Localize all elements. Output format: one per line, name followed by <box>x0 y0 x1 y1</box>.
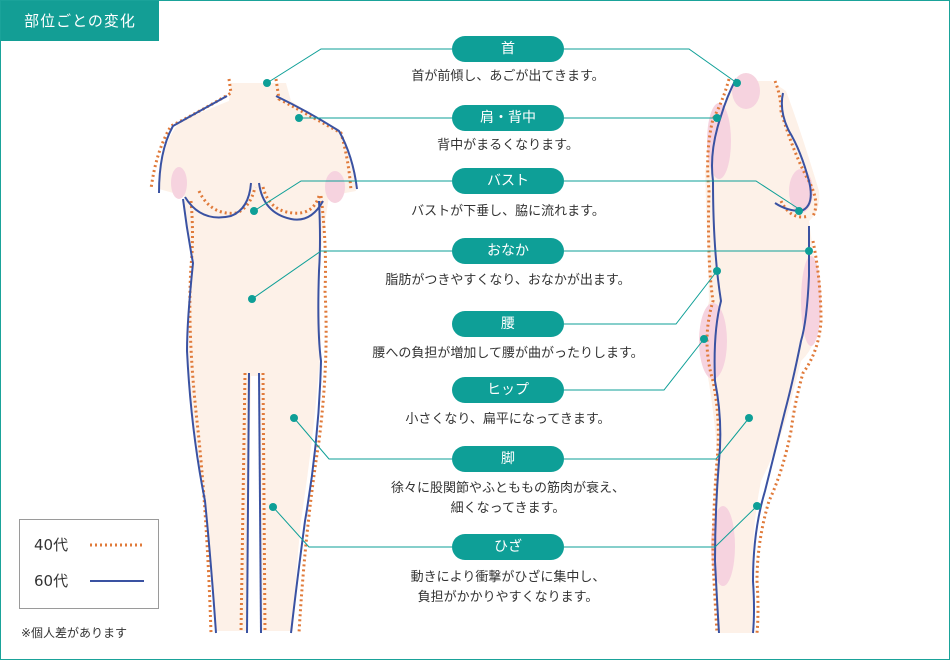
desc-knee-line1: 動きにより衝撃がひざに集中し、 <box>410 570 606 585</box>
front-left-armpit-highlight <box>171 167 187 199</box>
desc-shoulder-back: 背中がまるくなります。 <box>437 138 579 153</box>
dot-front-knee <box>269 503 277 511</box>
dot-side-bust <box>795 207 803 215</box>
front-60s-outline <box>158 95 358 634</box>
desc-waist: 腰への負担が増加して腰が曲がったりします。 <box>372 346 644 361</box>
dot-side-knee <box>753 502 761 510</box>
label-waist: 腰 <box>452 311 564 337</box>
desc-leg-line1: 徐々に股関節やふとももの筋肉が衰え、 <box>390 481 625 496</box>
label-shoulder-back: 肩・背中 <box>452 105 564 131</box>
label-leg: 脚 <box>452 446 564 472</box>
dot-front-shoulder <box>295 114 303 122</box>
desc-bust: バストが下垂し、脇に流れます。 <box>411 204 605 219</box>
legend-label-40s: 40代 <box>34 536 69 554</box>
dot-front-neck <box>263 79 271 87</box>
marker-dots <box>248 79 813 511</box>
desc-hip: 小さくなり、扁平になってきます。 <box>405 412 611 427</box>
side-knee-highlight <box>711 506 735 586</box>
legend-box: 40代 60代 <box>19 519 159 609</box>
legend-swatch-40s <box>90 543 144 547</box>
side-hip-highlight <box>699 303 727 379</box>
side-body-silhouette <box>703 81 820 633</box>
note-individual-difference: ※個人差があります <box>21 626 128 640</box>
side-neck-highlight <box>732 73 760 109</box>
desc-knee-line2: 負担がかかりやすくなります。 <box>417 590 599 605</box>
dot-front-leg <box>290 414 298 422</box>
side-belly-highlight <box>801 256 821 346</box>
page-title: 部位ごとの変化 <box>1 1 159 41</box>
label-belly: おなか <box>452 238 564 264</box>
dot-side-belly <box>805 247 813 255</box>
label-neck: 首 <box>452 36 564 62</box>
dot-side-leg <box>745 414 753 422</box>
front-right-armpit-highlight <box>325 171 345 203</box>
leader-lines <box>251 48 809 548</box>
legend-swatch-60s <box>90 580 144 582</box>
dot-side-shoulder <box>713 114 721 122</box>
label-hip: ヒップ <box>452 377 564 403</box>
desc-neck: 首が前傾し、あごが出てきます。 <box>411 69 605 84</box>
dot-side-waist <box>713 267 721 275</box>
dot-front-bust <box>250 207 258 215</box>
side-40s-outline <box>705 78 823 634</box>
dot-side-hip <box>700 335 708 343</box>
desc-belly: 脂肪がつきやすくなり、おなかが出ます。 <box>385 273 631 288</box>
label-bust: バスト <box>452 168 564 194</box>
desc-leg-line2: 細くなってきます。 <box>450 501 566 516</box>
legend-label-60s: 60代 <box>34 572 69 590</box>
dot-side-neck <box>733 79 741 87</box>
side-60s-outline <box>711 78 812 634</box>
label-knee: ひざ <box>452 534 564 560</box>
front-body-silhouette <box>159 83 356 631</box>
dot-front-belly <box>248 295 256 303</box>
side-bust-highlight <box>789 169 813 213</box>
